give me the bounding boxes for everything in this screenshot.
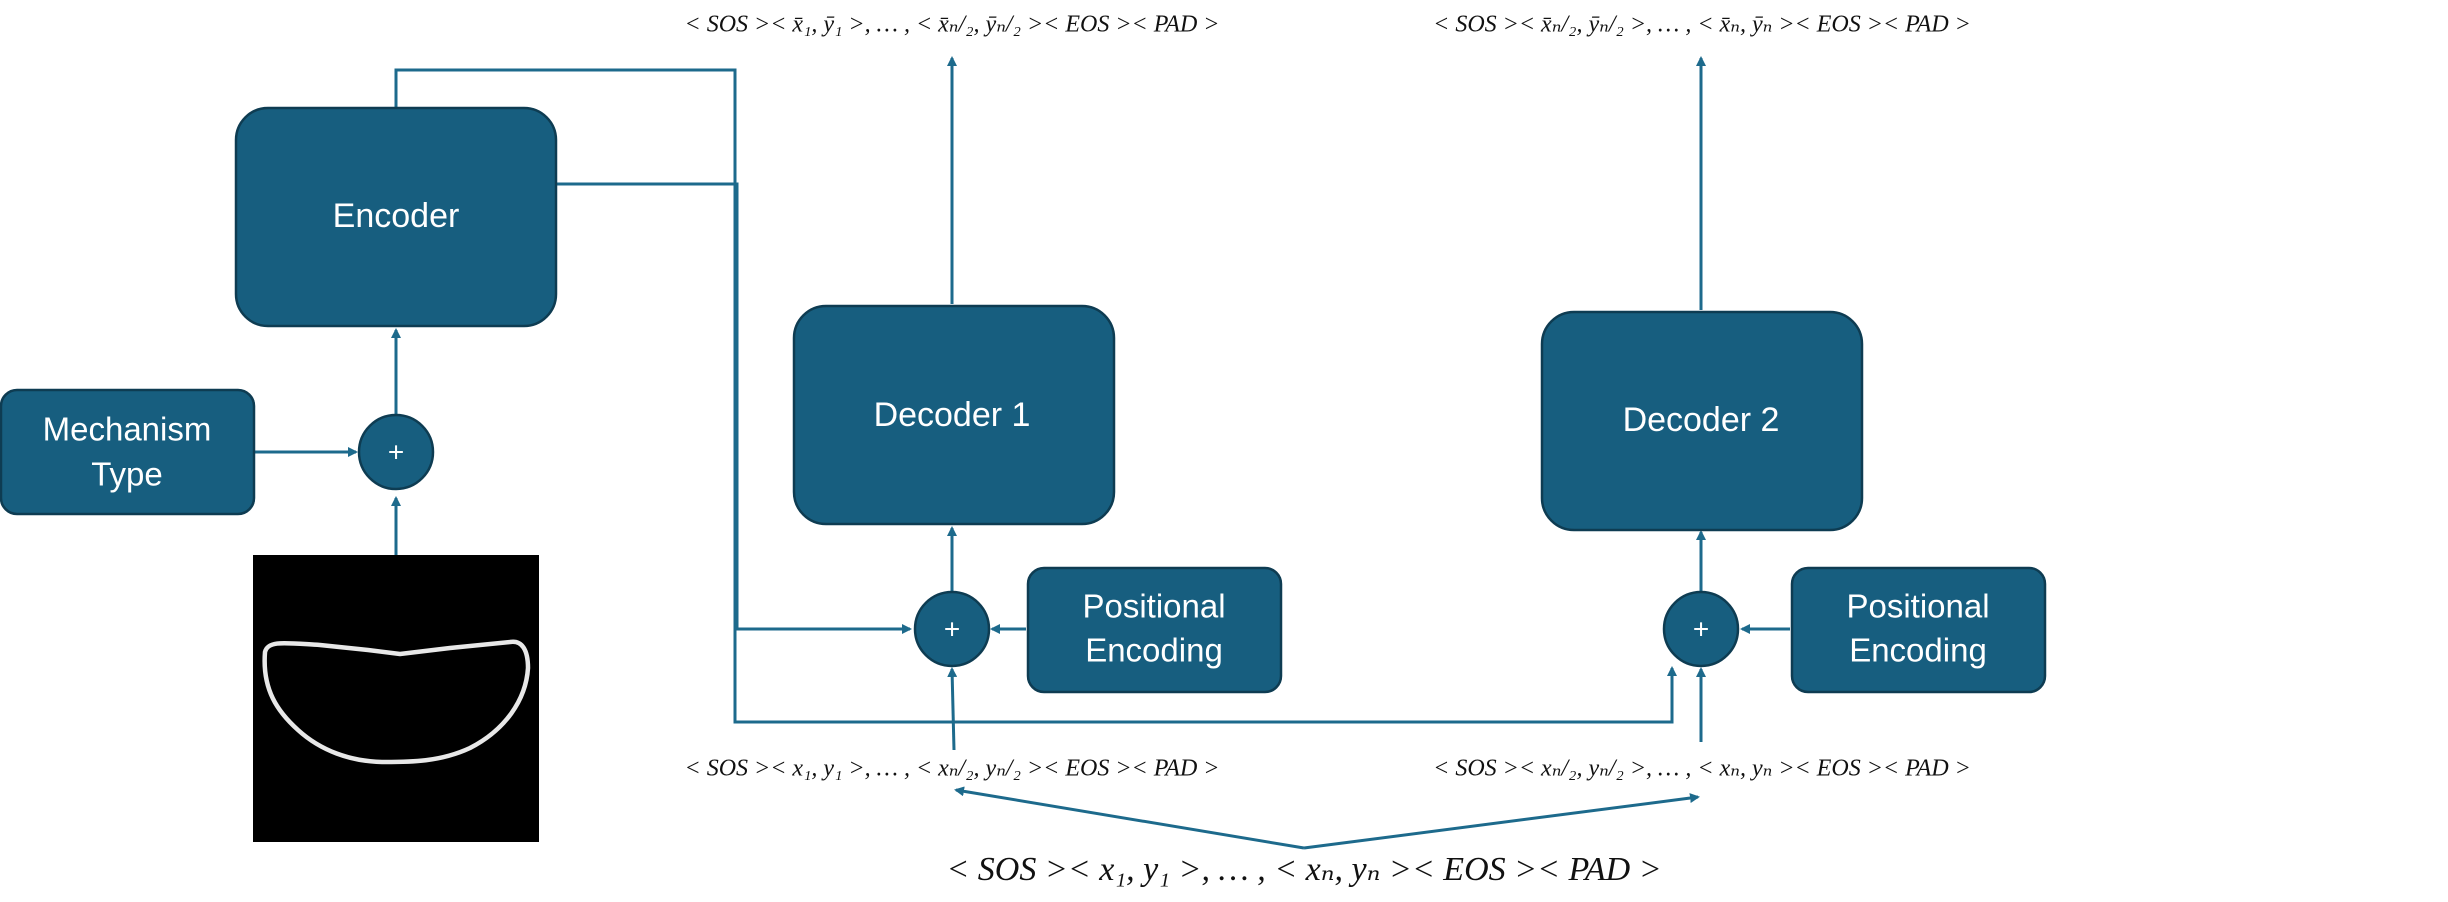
arrow-input1-to-sum <box>947 667 958 751</box>
decoder1-block: Decoder 1 <box>792 304 1116 526</box>
arrow-full-to-input2 <box>1303 793 1700 850</box>
decoder1-input-sequence: < SOS >< x₁, y₁ >, … , < xₙ/₂, yₙ/₂ >< E… <box>685 756 1220 782</box>
decoder2-block: Decoder 2 <box>1540 310 1864 532</box>
mechanism-type-label-line1: Mechanism <box>43 411 212 448</box>
decoder1-label: Decoder 1 <box>874 396 1031 434</box>
decoder1-output-sequence: < SOS >< x̄₁, ȳ₁ >, … , < x̄ₙ/₂, ȳₙ/₂ ><… <box>685 12 1220 38</box>
mechanism-type-label-line2: Type <box>91 456 163 493</box>
arrow-full-to-input1 <box>954 786 1305 850</box>
positional-encoding2-label-line2: Encoding <box>1849 632 1987 669</box>
encoder-label: Encoder <box>333 197 460 235</box>
positional-encoding2-label-line1: Positional <box>1846 588 1989 625</box>
plus-icon: + <box>944 613 960 644</box>
decoder2-input-sequence: < SOS >< xₙ/₂, yₙ/₂ >, … , < xₙ, yₙ >< E… <box>1433 756 1971 782</box>
positional-encoding1-label-line2: Encoding <box>1085 632 1223 669</box>
mechanism-curve-image <box>253 555 539 842</box>
decoder2-output-sequence: < SOS >< x̄ₙ/₂, ȳₙ/₂ >, … , < x̄ₙ, ȳₙ ><… <box>1433 12 1971 38</box>
decoder1-sum-node: + <box>913 590 991 668</box>
full-input-sequence: < SOS >< x₁, y₁ >, … , < xₙ, yₙ >< EOS >… <box>946 851 1661 888</box>
positional-encoding1-block: Positional Encoding <box>1026 566 1283 694</box>
encoder-block: Encoder <box>234 106 558 328</box>
positional-encoding1-label-line1: Positional <box>1082 588 1225 625</box>
positional-encoding2-block: Positional Encoding <box>1790 566 2047 694</box>
encoder-to-decoder2-connector <box>394 68 1677 724</box>
decoder2-label: Decoder 2 <box>1623 401 1780 439</box>
encoder-sum-node: + <box>357 413 435 491</box>
encoder-to-decoder1-connector <box>556 182 912 634</box>
decoder2-sum-node: + <box>1662 590 1740 668</box>
plus-icon: + <box>388 436 404 467</box>
coupler-curve-icon <box>262 639 531 765</box>
mechanism-type-block: Mechanism Type <box>0 388 256 516</box>
plus-icon: + <box>1693 613 1709 644</box>
connectors <box>254 56 1790 850</box>
